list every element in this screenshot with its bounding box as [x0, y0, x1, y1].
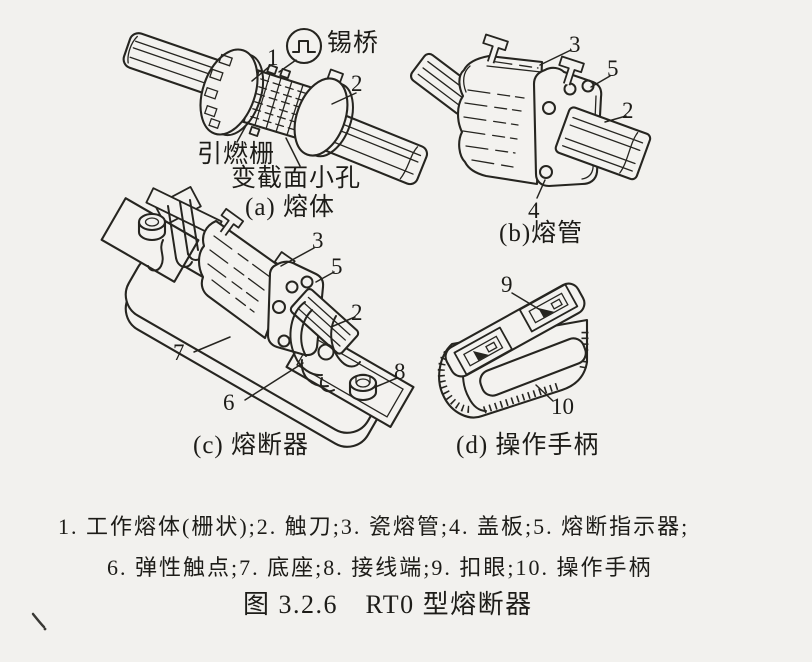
panel-a-label-small-holes: 变截面小孔 [231, 165, 362, 192]
panel-b-label-3: 3 [569, 32, 581, 57]
fuse-tube-drawing [409, 33, 652, 199]
panel-c-caption: (c) 熔断器 [193, 432, 309, 459]
panel-b-label-5: 5 [607, 56, 619, 81]
grip-window [479, 337, 587, 397]
left-terminal-assembly [100, 185, 223, 283]
panel-c-label-2: 2 [351, 300, 363, 325]
top-clip [558, 55, 585, 86]
panel-d-label-10: 10 [551, 394, 574, 419]
panel-a-label-tin-bridge: 锡桥 [327, 30, 380, 57]
legend-line-1: 1. 工作熔体(栅状);2. 触刀;3. 瓷熔管;4. 盖板;5. 熔断指示器; [58, 514, 690, 539]
tin-bridge-callout [278, 27, 323, 73]
terminal-bolt [348, 373, 378, 402]
stray-pen-mark [31, 612, 47, 631]
top-clip [482, 33, 509, 64]
figure-caption: 图 3.2.6 RT0 型熔断器 [243, 590, 533, 619]
panel-c-label-8: 8 [394, 359, 406, 384]
panel-a-caption: (a) 熔体 [245, 194, 335, 221]
panel-d-caption: (d) 操作手柄 [456, 432, 600, 459]
panel-b-label-4: 4 [528, 198, 540, 223]
panel-d-label-9: 9 [501, 272, 513, 297]
right-collar [293, 68, 354, 158]
handle-top-face [444, 282, 586, 378]
panel-c-label-6: 6 [223, 390, 235, 415]
top-clip [219, 207, 245, 237]
operating-handle-drawing [437, 282, 589, 419]
fuse-assembly-drawing [100, 185, 415, 448]
left-collar [199, 48, 265, 137]
panel-b-label-2: 2 [622, 98, 634, 123]
ceramic-tube [197, 219, 291, 340]
panel-b-caption: (b)熔管 [499, 220, 584, 247]
panel-a-label-2: 2 [351, 71, 363, 96]
panel-a-label-1: 1 [267, 45, 279, 70]
handle-eyelet-near [453, 326, 513, 376]
legend-line-2: 6. 弹性触点;7. 底座;8. 接线端;9. 扣眼;10. 操作手柄 [107, 555, 653, 580]
panel-c-label-7: 7 [173, 340, 185, 365]
panel-c-label-3: 3 [312, 228, 324, 253]
fuse-element-drawing [122, 27, 429, 186]
terminal-bolt [137, 212, 167, 242]
panel-c-label-5: 5 [331, 254, 343, 279]
panel-a-label-ignition-grid: 引燃栅 [197, 141, 276, 168]
blade [289, 288, 360, 355]
ceramic-tube [456, 54, 544, 186]
